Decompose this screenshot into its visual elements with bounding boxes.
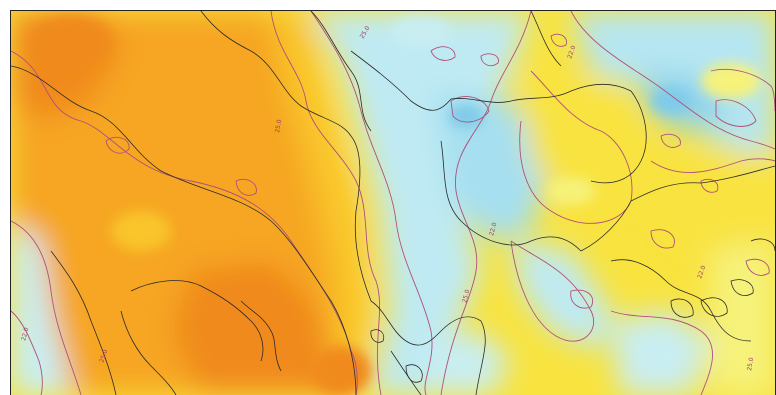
contour-label: 22.0 xyxy=(696,265,707,280)
borders xyxy=(11,11,775,395)
temperature-map: 25.0 22.0 25.0 22.0 25.0 22.0 25.0 22.0 … xyxy=(11,11,775,395)
contour-label: 22.0 xyxy=(566,45,577,60)
contour-label: 22.0 xyxy=(20,327,30,342)
detail-field xyxy=(31,16,761,395)
map-panel: 25.0 22.0 25.0 22.0 25.0 22.0 25.0 22.0 … xyxy=(10,10,776,395)
contour-label: 25.0 xyxy=(746,357,755,372)
contour-label: 25.0 xyxy=(461,289,471,304)
contour-label: 25.0 xyxy=(98,349,109,364)
contour-label: 22.0 xyxy=(488,222,498,237)
contour-label: 25.0 xyxy=(274,119,283,134)
